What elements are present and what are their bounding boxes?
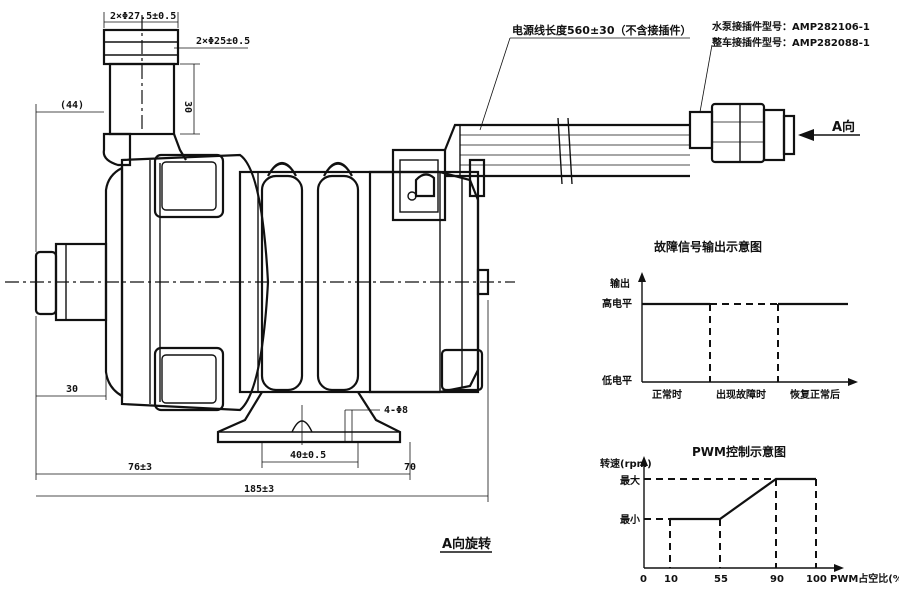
- dimension-lines: [35, 12, 860, 502]
- fault-signal-chart: 故障信号输出示意图 输出 高电平 低电平 正常时 出现故障时 恢复正常后: [601, 239, 858, 401]
- fault-phase-fault: 出现故障时: [716, 388, 766, 401]
- pwm-x-axis-label: PWM占空比(%): [830, 572, 899, 585]
- rotation-label: A向旋转: [442, 536, 491, 552]
- pwm-max-label: 最大: [620, 474, 640, 487]
- offset-label: (44): [60, 100, 84, 111]
- total-length-label: 185±3: [244, 484, 274, 495]
- pwm-tick-90: 90: [770, 574, 784, 585]
- pwm-tick-0: 0: [640, 574, 647, 585]
- fault-chart-title: 故障信号输出示意图: [654, 239, 762, 254]
- cable-length-note: 电源线长度560±30（不含接插件）: [512, 23, 692, 37]
- length-76-label: 76±3: [128, 462, 152, 473]
- inlet-diameter-label: 2×Φ25±0.5: [196, 36, 250, 47]
- dimension-texts: 2×Φ27.5±0.5 2×Φ25±0.5 30 (44) 30 4-Φ8 40…: [60, 11, 416, 495]
- outlet-height-label: 30: [182, 101, 193, 113]
- pwm-tick-55: 55: [714, 574, 728, 585]
- inlet-length-label: 30: [66, 384, 78, 395]
- fault-low-label: 低电平: [601, 374, 632, 387]
- outlet-diameter-label: 2×Φ27.5±0.5: [110, 11, 176, 22]
- pump-outline: [5, 15, 515, 445]
- pwm-min-label: 最小: [620, 513, 640, 526]
- fault-phase-normal: 正常时: [652, 388, 682, 401]
- vehicle-connector-note: 整车接插件型号：AMP282088-1: [711, 36, 870, 49]
- pwm-control-chart: PWM控制示意图 转速(rpm) 最大 最小 0 10 55 90 100 PW…: [600, 444, 899, 585]
- fault-phase-recovered: 恢复正常后: [790, 388, 840, 401]
- power-cable: [443, 102, 796, 185]
- fault-high-label: 高电平: [602, 297, 632, 310]
- length-70-label: 70: [404, 462, 416, 473]
- pwm-tick-100: 100: [806, 574, 827, 585]
- pwm-tick-10: 10: [664, 574, 678, 585]
- fault-y-axis-label: 输出: [610, 277, 630, 290]
- bracket-spacing-label: 40±0.5: [290, 450, 326, 461]
- mount-hole-label: 4-Φ8: [384, 405, 408, 416]
- pump-connector-note: 水泵接插件型号：AMP282106-1: [711, 20, 870, 33]
- pwm-y-axis-label: 转速(rpm): [600, 457, 652, 470]
- direction-label: A向: [832, 119, 855, 135]
- pwm-chart-title: PWM控制示意图: [692, 444, 786, 459]
